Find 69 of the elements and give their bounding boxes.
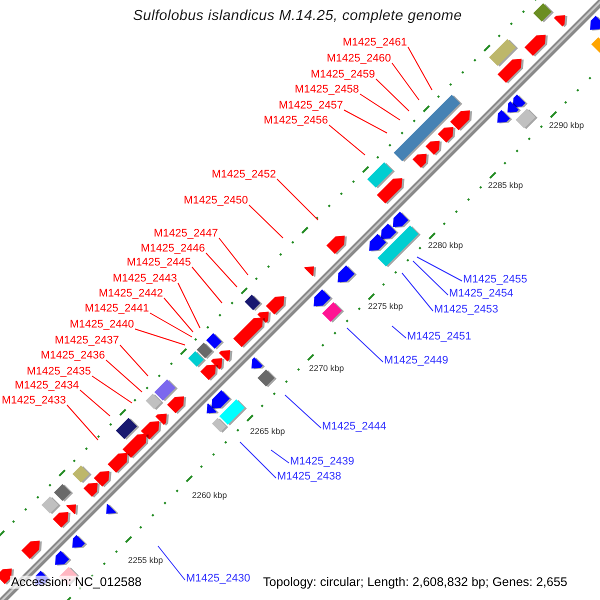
scale-label: 2280 kbp xyxy=(428,240,463,250)
map-title: Sulfolobus islandicus M.14.25, complete genome xyxy=(133,9,462,24)
scale-label: 2270 kbp xyxy=(309,364,344,372)
leader-line xyxy=(80,390,110,416)
gene-label: M1425_2440 xyxy=(70,320,134,330)
gene-label: M1425_2443 xyxy=(112,274,177,284)
gene-label: M1425_2453 xyxy=(434,304,498,316)
gene-label: M1425_2430 xyxy=(186,574,250,584)
leader-line xyxy=(402,272,434,312)
gene-label: M1425_2461 xyxy=(342,38,407,48)
leader-line xyxy=(164,298,194,332)
leader-line xyxy=(218,238,248,276)
scale-label: 2285 kbp xyxy=(488,180,523,190)
gene-label: M1425_2437 xyxy=(54,336,119,346)
leader-line xyxy=(92,376,132,404)
scale-label: 2275 kbp xyxy=(368,302,403,310)
topology-text: Topology: circular; Length: 2,608,832 bp; Genes: 2,655 xyxy=(262,576,568,588)
scale-label: 2255 kbp xyxy=(128,556,163,564)
leader-line xyxy=(360,94,400,120)
leader-line xyxy=(284,394,322,428)
leader-line xyxy=(416,256,462,282)
gene-label: M1425_2456 xyxy=(264,116,328,126)
leader-line xyxy=(192,266,222,304)
scale-label: 2290 kbp xyxy=(549,120,584,130)
leader-line xyxy=(344,110,388,134)
gene-label: M1425_2457 xyxy=(278,100,343,112)
scale-label: 2260 kbp xyxy=(192,490,227,500)
leader-line xyxy=(206,252,238,288)
leader-line xyxy=(376,78,410,112)
gene-label: M1425_2455 xyxy=(463,274,528,286)
gene-label: M1425_2445 xyxy=(126,258,191,268)
gene-label: M1425_2438 xyxy=(277,472,342,482)
gene-label: M1425_2447 xyxy=(154,228,218,240)
leader-line xyxy=(120,344,148,376)
gene-label: M1425_2451 xyxy=(407,332,472,342)
gene-label: M1425_2436 xyxy=(40,350,105,362)
leader-line xyxy=(412,260,448,296)
leader-line xyxy=(134,328,186,346)
gene-label: M1425_2452 xyxy=(212,170,276,180)
leader-line xyxy=(346,328,384,362)
accession-text: Accession: NC_012588 xyxy=(10,576,143,588)
scale-label: 2265 kbp xyxy=(250,426,285,436)
leader-line xyxy=(106,360,142,392)
leader-line xyxy=(178,282,200,328)
leader-line xyxy=(392,326,406,338)
gene-label: M1425_2444 xyxy=(322,422,386,432)
leader-line xyxy=(270,450,290,464)
leader-line xyxy=(328,124,366,156)
gene-label: M1425_2433 xyxy=(2,396,66,406)
leader-line xyxy=(408,46,432,90)
leader-line xyxy=(392,62,420,100)
leader-line xyxy=(66,404,98,440)
gene-label: M1425_2435 xyxy=(26,366,91,378)
leader-line xyxy=(150,312,192,338)
gene-label: M1425_2439 xyxy=(290,456,354,468)
gene-label: M1425_2434 xyxy=(14,380,79,392)
gene-label: M1425_2459 xyxy=(310,70,375,80)
gene-label: M1425_2449 xyxy=(384,356,448,366)
gene-label: M1425_2458 xyxy=(294,84,359,96)
gene-label: M1425_2441 xyxy=(84,304,149,314)
leader-line xyxy=(158,546,186,580)
leader-line xyxy=(248,204,284,238)
gene-label: M1425_2460 xyxy=(326,54,391,64)
gene-label: M1425_2442 xyxy=(98,288,163,300)
leader-line xyxy=(276,178,318,220)
gene-label: M1425_2454 xyxy=(449,288,514,300)
leader-line xyxy=(240,442,276,478)
gene-label: M1425_2446 xyxy=(140,244,205,254)
gene-label: M1425_2450 xyxy=(184,196,248,206)
